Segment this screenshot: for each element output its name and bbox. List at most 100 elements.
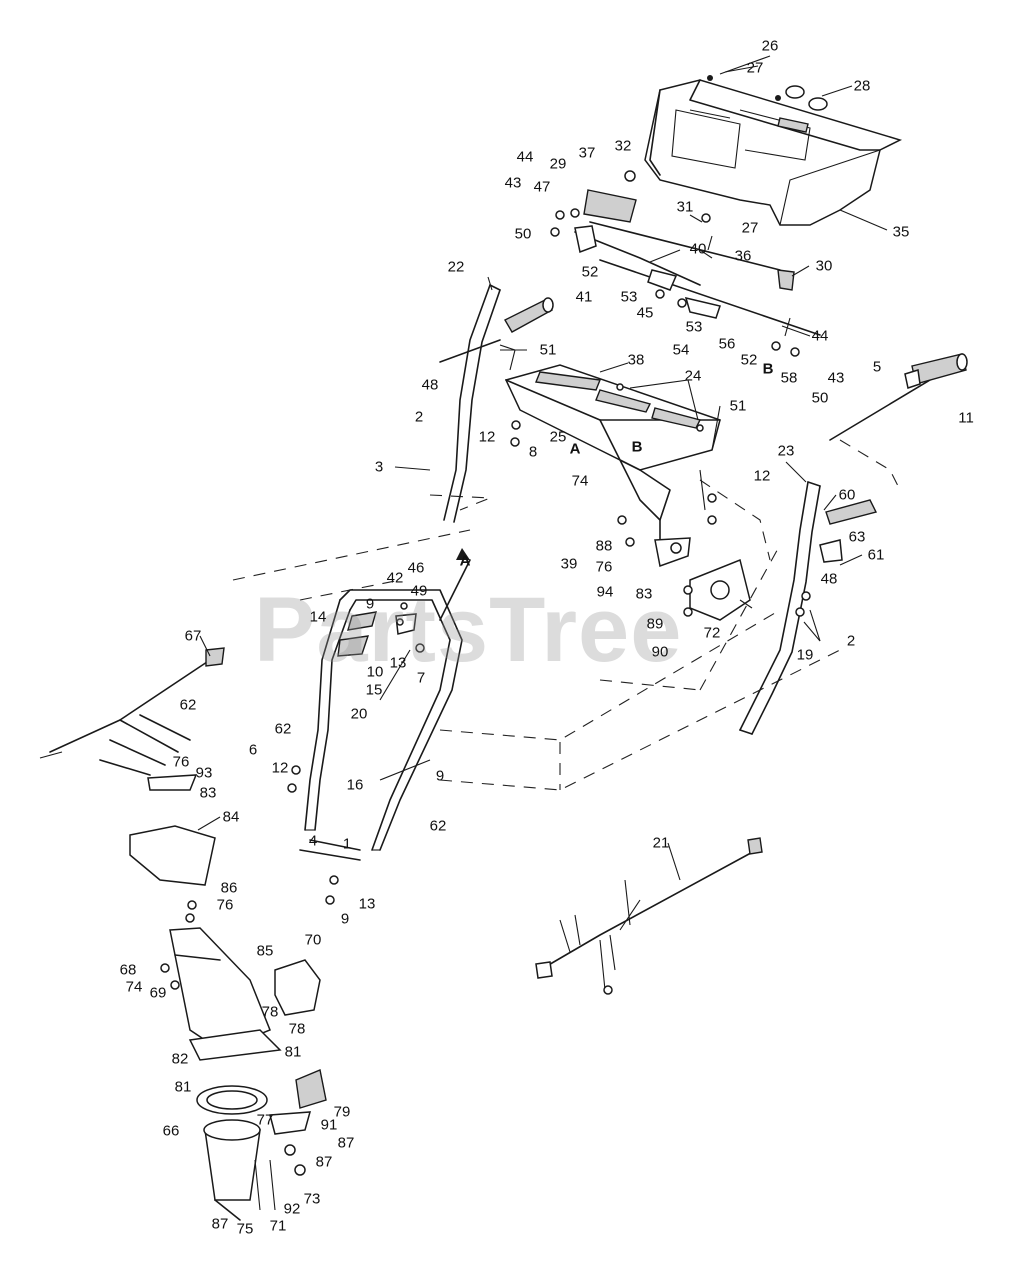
callout-30: 30 bbox=[815, 257, 833, 275]
callout-43: 43 bbox=[504, 174, 522, 192]
callout-66: 66 bbox=[162, 1122, 180, 1140]
callout-8: 8 bbox=[528, 443, 538, 461]
callout-78: 78 bbox=[261, 1003, 279, 1021]
callout-12: 12 bbox=[271, 759, 289, 777]
cables bbox=[39, 647, 225, 776]
callout-22: 22 bbox=[447, 258, 465, 276]
callout-24: 24 bbox=[684, 367, 702, 385]
callout-73: 73 bbox=[303, 1190, 321, 1208]
callout-25: 25 bbox=[549, 428, 567, 446]
callout-70: 70 bbox=[304, 931, 322, 949]
callout-60: 60 bbox=[838, 486, 856, 504]
control-rod-assembly bbox=[550, 170, 821, 357]
callout-79: 79 bbox=[333, 1103, 351, 1121]
callout-27: 27 bbox=[746, 59, 764, 77]
callout-40: 40 bbox=[689, 240, 707, 258]
callout-3: 3 bbox=[374, 458, 384, 476]
callout-91: 91 bbox=[320, 1116, 338, 1134]
callout-51: 51 bbox=[539, 341, 557, 359]
callout-74: 74 bbox=[125, 978, 143, 996]
callout-46: 46 bbox=[407, 559, 425, 577]
callout-12: 12 bbox=[753, 467, 771, 485]
callout-52: 52 bbox=[740, 351, 758, 369]
callout-86: 86 bbox=[220, 879, 238, 897]
callout-B: B bbox=[762, 360, 774, 378]
callout-53: 53 bbox=[620, 288, 638, 306]
callout-38: 38 bbox=[627, 351, 645, 369]
callout-9: 9 bbox=[435, 767, 445, 785]
callout-69: 69 bbox=[149, 984, 167, 1002]
callout-29: 29 bbox=[549, 155, 567, 173]
callout-9: 9 bbox=[340, 910, 350, 928]
callout-12: 12 bbox=[478, 428, 496, 446]
callout-50: 50 bbox=[514, 225, 532, 243]
callout-15: 15 bbox=[365, 681, 383, 699]
callout-58: 58 bbox=[780, 369, 798, 387]
callout-76: 76 bbox=[216, 896, 234, 914]
callout-89: 89 bbox=[646, 615, 664, 633]
callout-42: 42 bbox=[386, 569, 404, 587]
callout-45: 45 bbox=[636, 304, 654, 322]
callout-83: 83 bbox=[199, 784, 217, 802]
dash-panel bbox=[644, 75, 903, 226]
callout-90: 90 bbox=[651, 643, 669, 661]
chute-assembly bbox=[129, 774, 327, 1221]
callout-19: 19 bbox=[796, 646, 814, 664]
control-panel bbox=[504, 364, 753, 621]
callout-63: 63 bbox=[848, 528, 866, 546]
callout-20: 20 bbox=[350, 705, 368, 723]
callout-9: 9 bbox=[365, 595, 375, 613]
callout-5: 5 bbox=[872, 358, 882, 376]
callout-28: 28 bbox=[853, 77, 871, 95]
callout-85: 85 bbox=[256, 942, 274, 960]
callout-78: 78 bbox=[288, 1020, 306, 1038]
callout-93: 93 bbox=[195, 764, 213, 782]
callout-7: 7 bbox=[416, 669, 426, 687]
callout-2: 2 bbox=[414, 408, 424, 426]
callout-32: 32 bbox=[614, 137, 632, 155]
callout-A: A bbox=[569, 440, 581, 458]
callout-67: 67 bbox=[184, 627, 202, 645]
callout-71: 71 bbox=[269, 1217, 287, 1235]
callout-14: 14 bbox=[309, 608, 327, 626]
callout-2: 2 bbox=[846, 632, 856, 650]
callout-10: 10 bbox=[366, 663, 384, 681]
leader-lines bbox=[197, 55, 888, 881]
callout-44: 44 bbox=[811, 327, 829, 345]
wire-harness bbox=[535, 837, 763, 995]
callout-87: 87 bbox=[211, 1215, 229, 1233]
callout-61: 61 bbox=[867, 546, 885, 564]
callout-83: 83 bbox=[635, 585, 653, 603]
callout-11: 11 bbox=[958, 409, 974, 427]
callout-76: 76 bbox=[172, 753, 190, 771]
callout-B: B bbox=[631, 438, 643, 456]
callout-21: 21 bbox=[652, 834, 670, 852]
callout-76: 76 bbox=[595, 558, 613, 576]
callout-81: 81 bbox=[284, 1043, 302, 1061]
callout-92: 92 bbox=[283, 1200, 301, 1218]
callout-6: 6 bbox=[248, 741, 258, 759]
callout-52: 52 bbox=[581, 263, 599, 281]
callout-23: 23 bbox=[777, 442, 795, 460]
callout-39: 39 bbox=[560, 555, 578, 573]
callout-36: 36 bbox=[734, 247, 752, 265]
callout-26: 26 bbox=[761, 37, 779, 55]
callout-54: 54 bbox=[672, 341, 690, 359]
callout-37: 37 bbox=[578, 144, 596, 162]
callout-75: 75 bbox=[236, 1220, 254, 1238]
marker-a-arrow bbox=[456, 548, 470, 560]
callout-62: 62 bbox=[429, 817, 447, 835]
callout-53: 53 bbox=[685, 318, 703, 336]
callout-82: 82 bbox=[171, 1050, 189, 1068]
callout-51: 51 bbox=[729, 397, 747, 415]
callout-35: 35 bbox=[892, 223, 910, 241]
callout-84: 84 bbox=[222, 808, 240, 826]
callout-27: 27 bbox=[741, 219, 759, 237]
callout-13: 13 bbox=[358, 895, 376, 913]
callout-77: 77 bbox=[256, 1111, 274, 1129]
callout-87: 87 bbox=[315, 1153, 333, 1171]
callout-74: 74 bbox=[571, 472, 589, 490]
callout-62: 62 bbox=[274, 720, 292, 738]
callout-43: 43 bbox=[827, 369, 845, 387]
